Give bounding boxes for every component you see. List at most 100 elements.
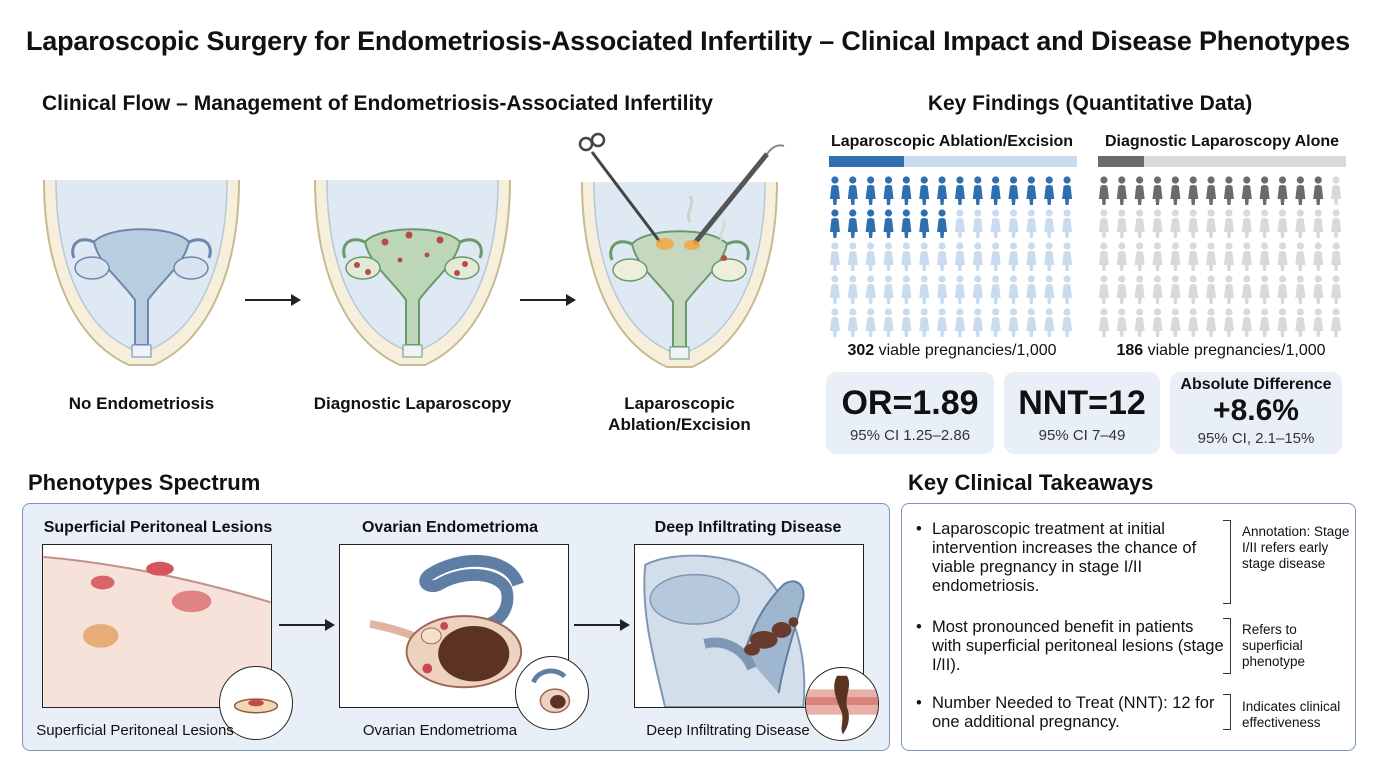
- main-title: Laparoscopic Surgery for Endometriosis-A…: [26, 26, 1350, 56]
- takeaways-title: Key Clinical Takeaways: [908, 470, 1154, 495]
- person-icon: [1116, 308, 1127, 337]
- pregnancy-unit-ablation: viable pregnancies/1,000: [874, 342, 1057, 359]
- takeaway-annotation-2: Refers to superficial phenotype: [1242, 622, 1306, 669]
- person-icon: [1313, 176, 1324, 205]
- person-icon: [883, 176, 894, 205]
- person-icon: [1206, 308, 1217, 337]
- stat-box-nnt: NNT=12 95% CI 7–49: [1004, 372, 1160, 454]
- person-icon: [1026, 308, 1037, 337]
- person-icon: [1206, 176, 1217, 205]
- nnt-ci: 95% CI 7–49: [1038, 427, 1126, 444]
- person-icon: [847, 275, 858, 304]
- person-icon: [1134, 209, 1145, 238]
- person-icon: [1134, 275, 1145, 304]
- person-icon: [990, 275, 1001, 304]
- person-icon: [1026, 209, 1037, 238]
- phenotype-inset-superficial: [219, 666, 293, 740]
- person-icon: [1098, 275, 1109, 304]
- person-icon: [1295, 308, 1306, 337]
- person-icon: [1134, 308, 1145, 337]
- stat-box-absolute-difference: Absolute Difference +8.6% 95% CI, 2.1–15…: [1170, 372, 1342, 454]
- takeaways-panel: • Laparoscopic treatment at initial inte…: [901, 503, 1356, 751]
- person-icon: [1134, 242, 1145, 271]
- person-icon: [1206, 275, 1217, 304]
- phenotype-arrow-2: [574, 619, 630, 631]
- person-icon: [1152, 209, 1163, 238]
- person-icon: [1331, 176, 1342, 205]
- person-icon: [919, 209, 930, 238]
- person-icon: [972, 209, 983, 238]
- phenotype-caption-superficial: Superficial Peritoneal Lesions: [36, 722, 234, 739]
- person-icon: [1098, 308, 1109, 337]
- person-icon: [954, 209, 965, 238]
- person-icon: [847, 242, 858, 271]
- person-icon: [1170, 176, 1181, 205]
- pregnancy-unit-diagnostic: viable pregnancies/1,000: [1143, 342, 1326, 359]
- person-icon: [1134, 176, 1145, 205]
- person-icon: [865, 308, 876, 337]
- odds-ratio-ci: 95% CI 1.25–2.86: [849, 427, 971, 444]
- person-icon: [919, 308, 930, 337]
- person-icon: [990, 242, 1001, 271]
- person-icon: [937, 242, 948, 271]
- person-icon: [1026, 176, 1037, 205]
- person-icon: [1008, 209, 1019, 238]
- person-icon: [1223, 209, 1234, 238]
- person-icon: [1259, 242, 1270, 271]
- person-icon: [1152, 308, 1163, 337]
- stage-ablation-illustration: [572, 132, 787, 382]
- person-icon: [954, 275, 965, 304]
- person-icon: [829, 242, 840, 271]
- person-icon: [1259, 308, 1270, 337]
- person-icon: [1259, 209, 1270, 238]
- person-icon: [847, 176, 858, 205]
- person-icon: [829, 308, 840, 337]
- bullet-dot: •: [916, 520, 922, 538]
- person-icon: [1026, 275, 1037, 304]
- person-icon: [1223, 176, 1234, 205]
- person-icon: [919, 176, 930, 205]
- absolute-difference-value: +8.6%: [1213, 394, 1299, 427]
- person-icon: [1188, 176, 1199, 205]
- person-icon: [919, 275, 930, 304]
- person-icon: [1259, 275, 1270, 304]
- person-icon: [1223, 242, 1234, 271]
- flow-arrow-2: [520, 294, 576, 306]
- pregnancy-count-diagnostic: 186: [1116, 342, 1144, 359]
- person-icon: [1044, 275, 1055, 304]
- person-icon: [1170, 308, 1181, 337]
- person-icon: [1152, 176, 1163, 205]
- person-icon: [1008, 275, 1019, 304]
- person-icon: [1044, 209, 1055, 238]
- phenotype-heading-deep-infiltrating: Deep Infiltrating Disease: [654, 519, 842, 536]
- person-icon: [937, 275, 948, 304]
- person-icon: [1241, 209, 1252, 238]
- person-icon: [901, 308, 912, 337]
- takeaway-text-3: Number Needed to Treat (NNT): 12 for one…: [932, 694, 1215, 731]
- nnt-value: NNT=12: [1018, 384, 1146, 422]
- person-icon: [1223, 308, 1234, 337]
- person-icon: [829, 209, 840, 238]
- person-icon: [901, 209, 912, 238]
- takeaway-annotation-3: Indicates clinical effectiveness: [1242, 699, 1341, 730]
- person-icon: [829, 176, 840, 205]
- person-icon: [1331, 308, 1342, 337]
- person-icon: [990, 308, 1001, 337]
- person-icon: [1277, 209, 1288, 238]
- person-icon: [865, 242, 876, 271]
- odds-ratio-value: OR=1.89: [841, 384, 979, 422]
- person-icon: [829, 275, 840, 304]
- person-icon: [990, 209, 1001, 238]
- person-icon: [937, 176, 948, 205]
- person-icon: [972, 308, 983, 337]
- person-icon: [1295, 275, 1306, 304]
- brace-2: [1223, 618, 1231, 674]
- person-icon: [1098, 209, 1109, 238]
- person-icon: [1062, 242, 1073, 271]
- person-icon: [1170, 209, 1181, 238]
- person-icon: [954, 242, 965, 271]
- person-icon: [865, 209, 876, 238]
- phenotype-inset-deep-infiltrating: [805, 667, 879, 741]
- phenotype-image-deep-infiltrating: [634, 544, 864, 708]
- person-icon: [1277, 176, 1288, 205]
